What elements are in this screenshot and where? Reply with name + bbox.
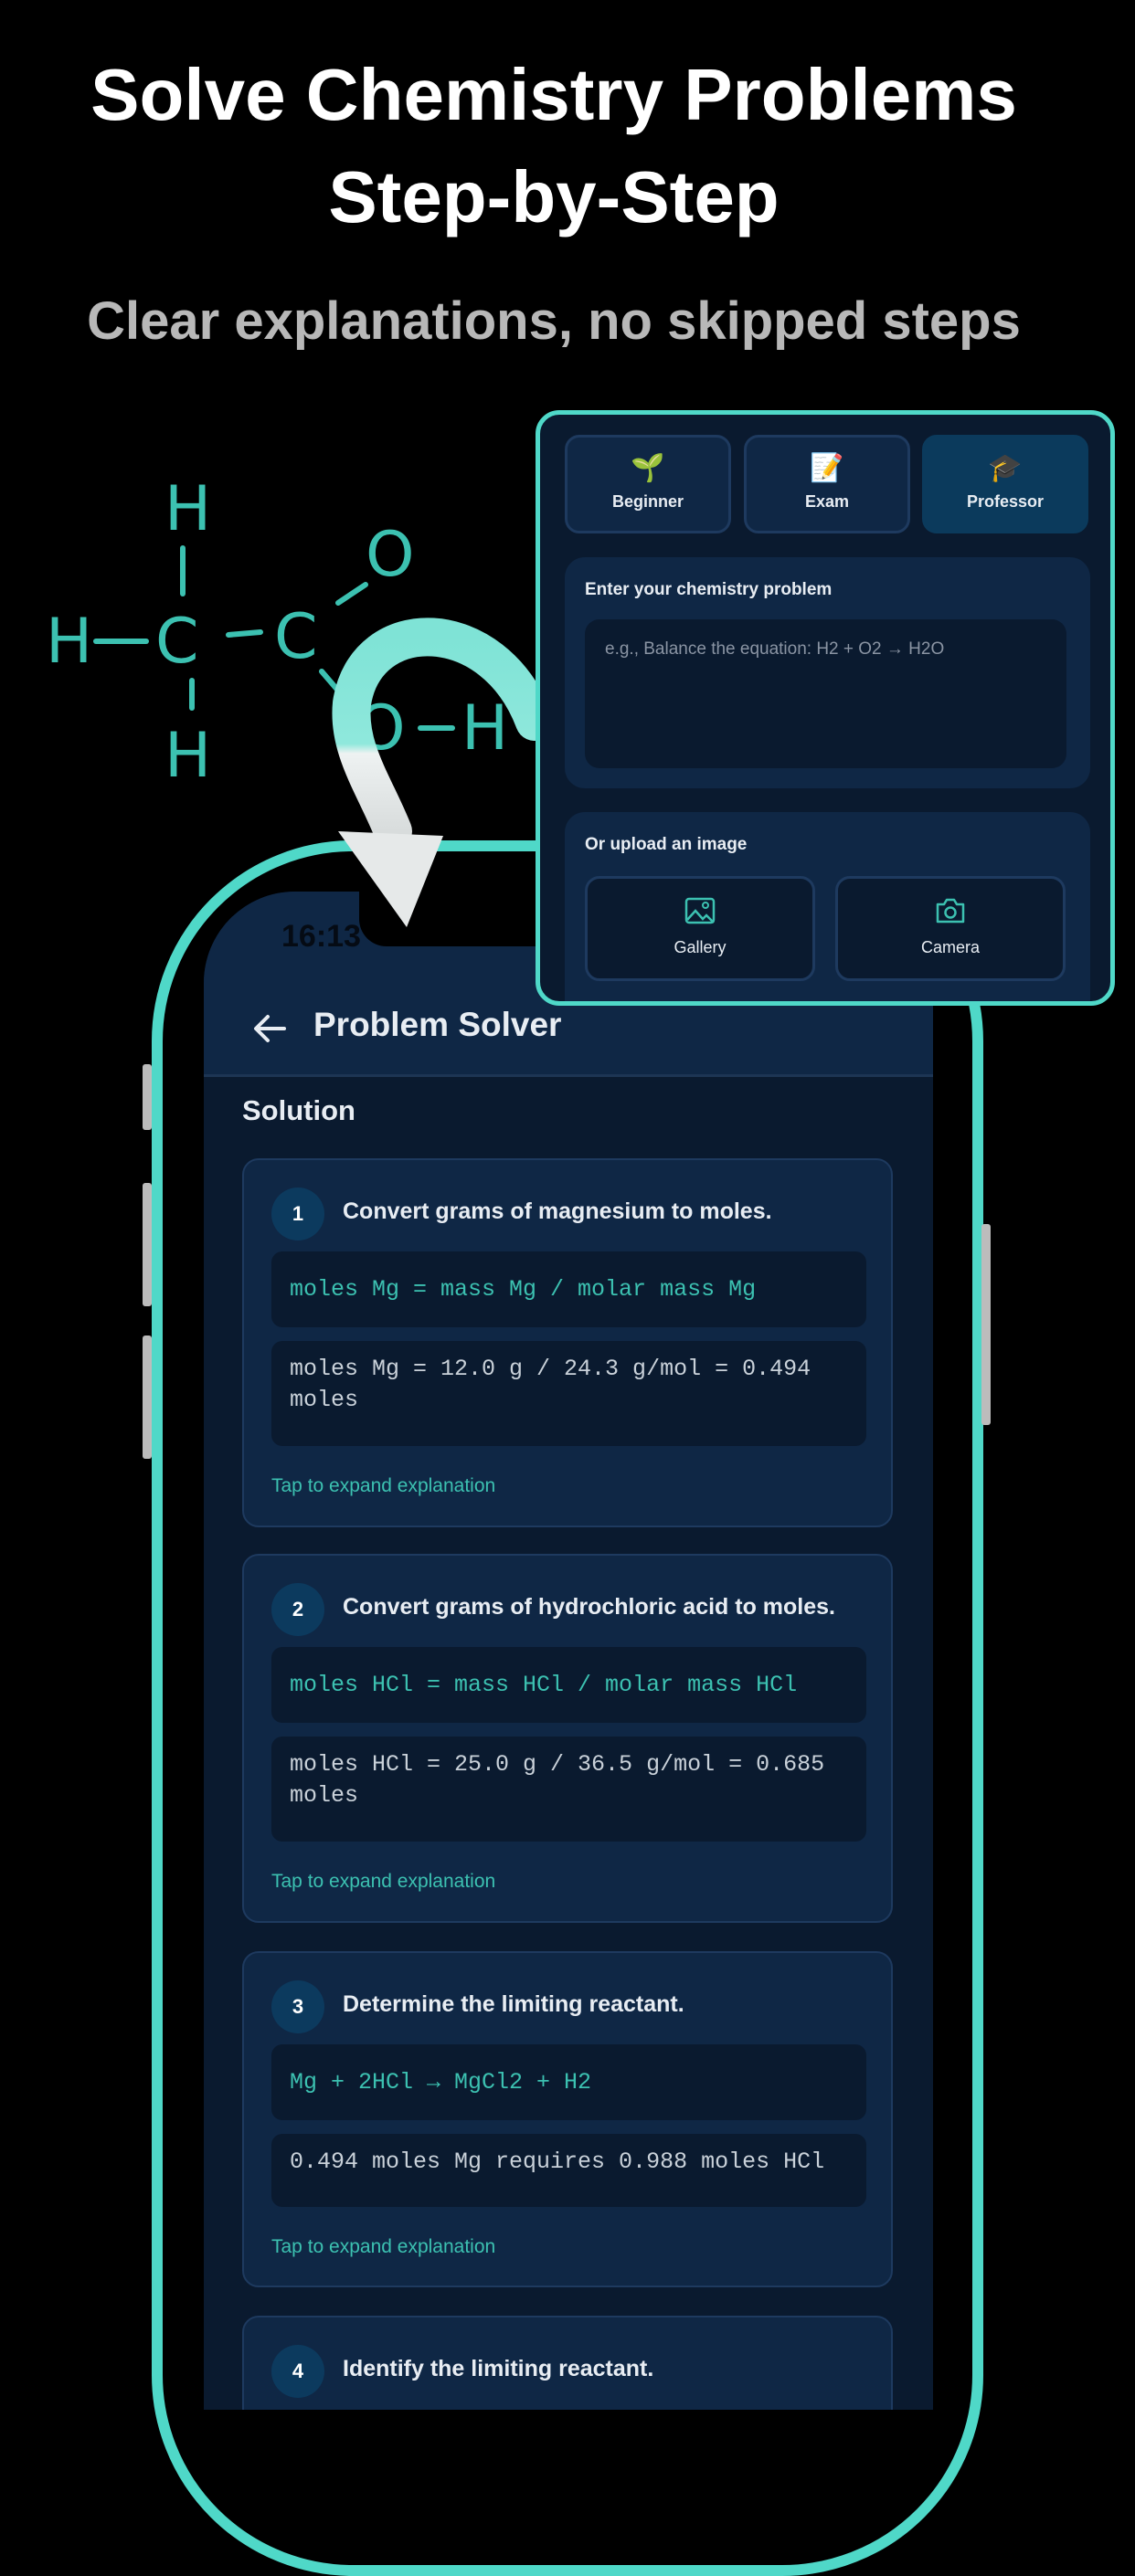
mode-professor-button[interactable]: 🎓 Professor [922, 435, 1088, 533]
phone-screen: 16:13 Problem Solver Solution 1 Convert … [204, 892, 933, 2410]
problem-input-panel: 🌱 Beginner 📝 Exam 🎓 Professor Enter your… [536, 410, 1115, 1006]
arrow-left-icon[interactable] [248, 1006, 293, 1051]
step-formula: moles Mg = mass Mg / molar mass Mg [271, 1251, 866, 1327]
step-number: 3 [271, 1980, 324, 2033]
atom-h: H [164, 720, 211, 792]
mode-label: Beginner [611, 492, 684, 511]
solution-title: Solution [242, 1094, 355, 1126]
mode-label: Exam [804, 492, 850, 511]
atom-c: C [274, 601, 317, 673]
mode-label: Professor [966, 492, 1045, 511]
atom-h: H [164, 473, 211, 545]
curved-arrow-decoration [332, 618, 554, 927]
step-result: 0.494 moles Mg requires 0.988 moles HCl [271, 2134, 866, 2207]
status-time: 16:13 [281, 919, 361, 954]
problem-label: Enter your chemistry problem [585, 580, 833, 599]
memo-icon: 📝 [810, 453, 844, 483]
step-card[interactable]: 2 Convert grams of hydrochloric acid to … [242, 1554, 893, 1923]
step-formula: Mg + 2HCl → MgCl2 + H2 [271, 2044, 866, 2120]
expand-explanation-link[interactable]: Tap to expand explanation [271, 1871, 496, 1892]
upload-label: Or upload an image [585, 835, 748, 854]
step-title: Determine the limiting reactant. [343, 1991, 684, 2017]
atom-o: O [366, 519, 415, 591]
mode-exam-button[interactable]: 📝 Exam [744, 435, 910, 533]
phone-button [143, 1336, 152, 1459]
phone-button [143, 1064, 152, 1130]
phone-button [981, 1224, 991, 1425]
step-number: 4 [271, 2345, 324, 2398]
step-result: moles Mg = 12.0 g / 24.3 g/mol = 0.494 m… [271, 1341, 866, 1446]
atom-c: C [155, 606, 198, 678]
subheadline: Clear explanations, no skipped steps [87, 291, 1021, 351]
phone-button [143, 1183, 152, 1306]
image-icon [684, 897, 716, 924]
atom-h: H [46, 606, 92, 678]
problem-input[interactable] [585, 619, 1066, 768]
step-card[interactable]: 4 Identify the limiting reactant. [242, 2316, 893, 2410]
headline: Solve Chemistry Problems Step-by-Step [90, 54, 1017, 238]
step-title: Identify the limiting reactant. [343, 2356, 654, 2381]
problem-section: Enter your chemistry problem [565, 557, 1090, 788]
upload-section: Or upload an image Gallery Camera [565, 812, 1090, 1001]
expand-explanation-link[interactable]: Tap to expand explanation [271, 1475, 496, 1496]
step-title: Convert grams of magnesium to moles. [343, 1198, 772, 1224]
camera-label: Camera [920, 938, 981, 956]
expand-explanation-link[interactable]: Tap to expand explanation [271, 2236, 496, 2257]
step-number: 2 [271, 1583, 324, 1636]
gallery-button[interactable]: Gallery [585, 876, 815, 981]
step-title: Convert grams of hydrochloric acid to mo… [343, 1594, 836, 1620]
atom-h: H [461, 692, 508, 765]
step-card[interactable]: 3 Determine the limiting reactant. Mg + … [242, 1951, 893, 2287]
step-formula: moles HCl = mass HCl / molar mass HCl [271, 1647, 866, 1723]
step-number: 1 [271, 1188, 324, 1240]
page-title: Problem Solver [313, 1006, 562, 1043]
graduation-cap-icon: 🎓 [988, 453, 1023, 483]
seedling-icon: 🌱 [631, 453, 665, 483]
gallery-label: Gallery [674, 938, 727, 956]
mode-beginner-button[interactable]: 🌱 Beginner [565, 435, 731, 533]
step-card[interactable]: 1 Convert grams of magnesium to moles. m… [242, 1158, 893, 1527]
camera-icon [936, 898, 965, 924]
step-result: moles HCl = 25.0 g / 36.5 g/mol = 0.685 … [271, 1737, 866, 1842]
camera-button[interactable]: Camera [835, 876, 1066, 981]
